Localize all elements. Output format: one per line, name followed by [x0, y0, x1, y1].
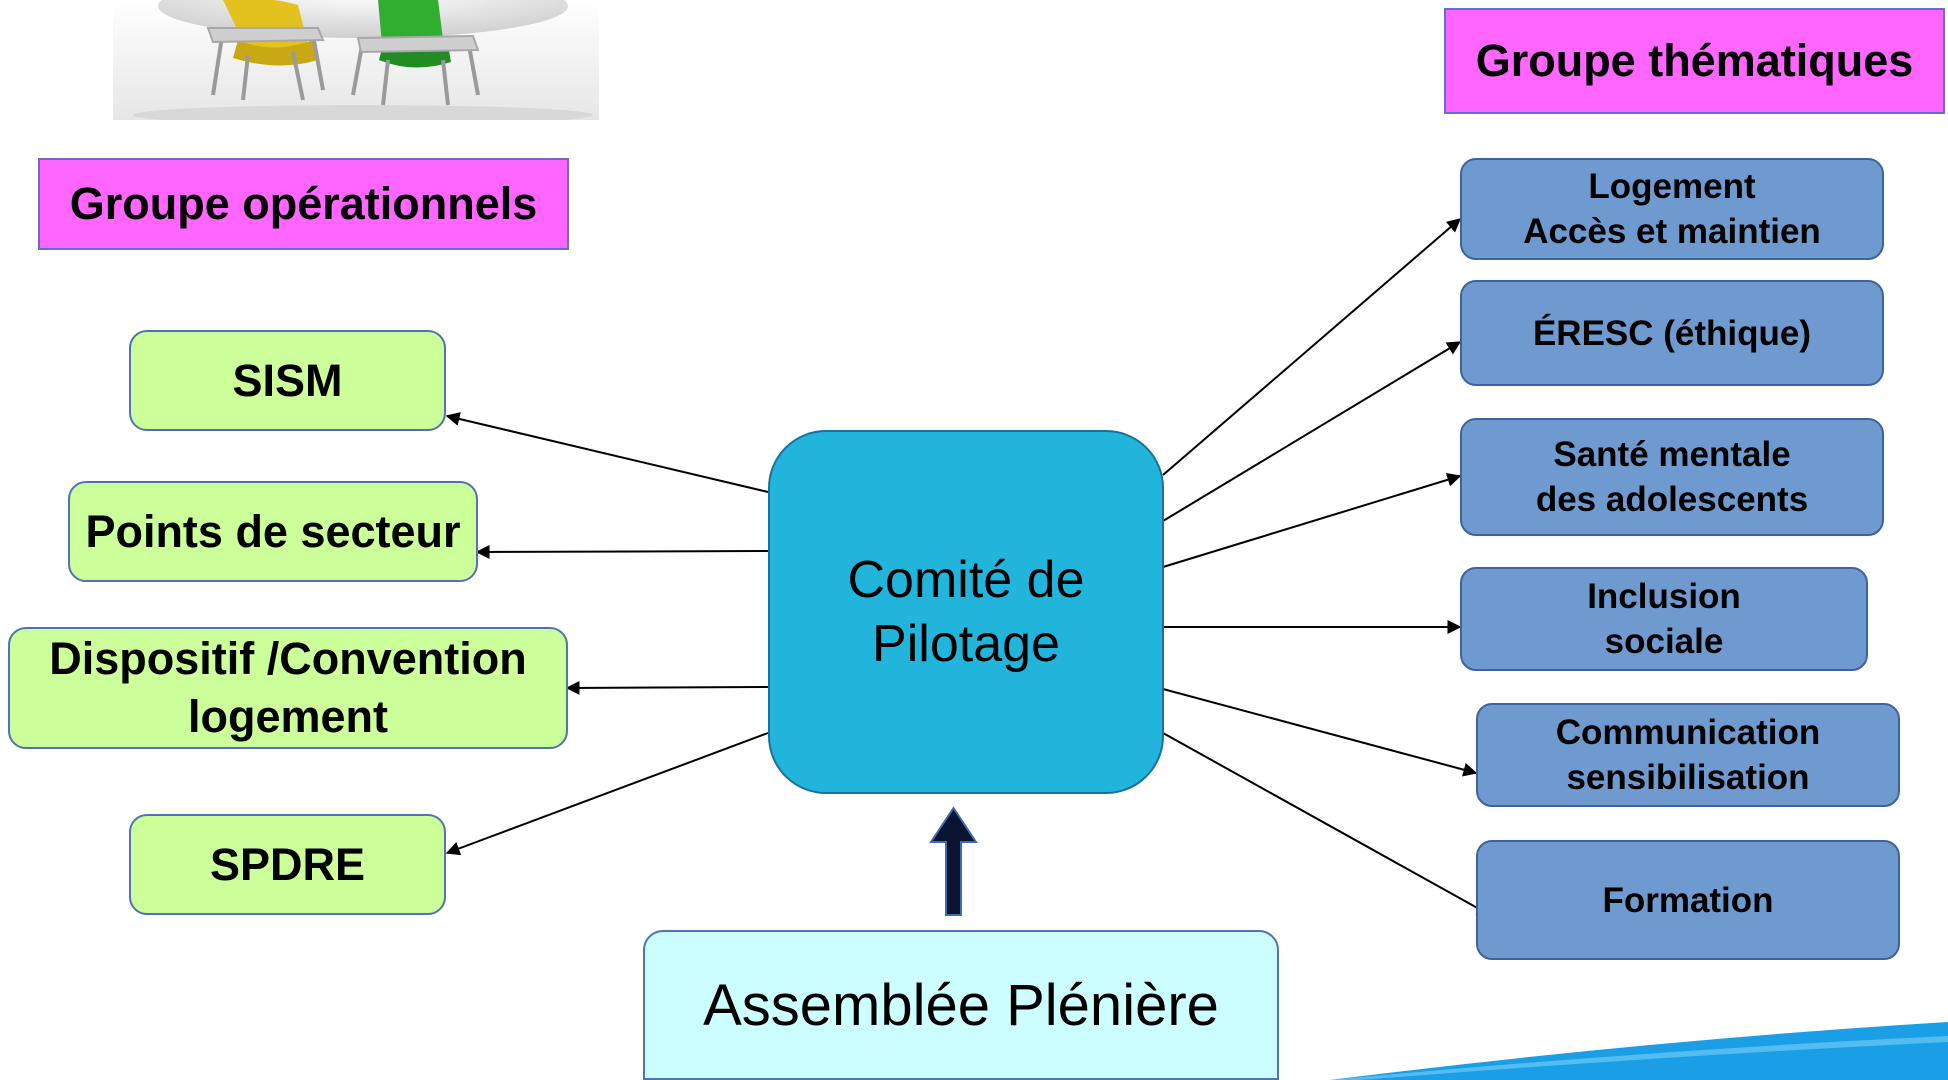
assemblee-pleniere-node: Assemblée Plénière [643, 930, 1279, 1080]
center-label-line: Pilotage [872, 615, 1060, 673]
operational-group-label: Dispositif /Convention [49, 633, 527, 684]
operational-group-points-de-secteur: Points de secteur [68, 481, 478, 582]
meeting-illustration [113, 0, 599, 120]
thematic-group-label: Accès et maintien [1523, 212, 1821, 251]
thematic-group-label: des adolescents [1535, 480, 1809, 519]
operational-group-label: SPDRE [209, 838, 366, 890]
arrow-to-points-de-secteur [475, 544, 769, 559]
arrow-to-dispositif [565, 680, 769, 695]
thematic-group-formation: Formation [1476, 840, 1900, 960]
thematic-group-label: Inclusion [1587, 577, 1741, 616]
thematic-groups-header: Groupe thématiques [1444, 8, 1945, 114]
operational-group-label: Points de secteur [85, 505, 461, 557]
operational-group-sism: SISM [129, 330, 446, 431]
thematic-group-label: Logement [1588, 167, 1756, 206]
meeting-table-image [113, 0, 599, 120]
comite-de-pilotage-node: Comité de Pilotage [768, 430, 1164, 794]
arrow-to-sism [445, 412, 769, 493]
thematic-group-label: sociale [1604, 622, 1724, 661]
thematic-group-eresc: ÉRESC (éthique) [1460, 280, 1884, 386]
thematic-group-communication: Communication sensibilisation [1476, 703, 1900, 807]
arrow-to-sante-mentale [1162, 472, 1462, 568]
thematic-group-inclusion: Inclusion sociale [1460, 567, 1868, 671]
arrow-to-formation [1162, 732, 1492, 916]
arrow-to-logement [1162, 218, 1462, 476]
thematic-group-label: Formation [1602, 880, 1774, 920]
plenary-label: Assemblée Plénière [703, 972, 1219, 1038]
thematic-group-label: Santé mentale [1553, 435, 1791, 474]
thematic-group-label: sensibilisation [1566, 758, 1810, 797]
operational-group-dispositif-convention: Dispositif /Convention logement [8, 627, 568, 749]
arrow-to-eresc [1162, 341, 1462, 522]
thematic-group-sante-mentale: Santé mentale des adolescents [1460, 418, 1884, 536]
center-label-line: Comité de [847, 551, 1085, 609]
thematic-group-logement: Logement Accès et maintien [1460, 158, 1884, 260]
operational-group-spdre: SPDRE [129, 814, 446, 915]
thematic-group-label: ÉRESC (éthique) [1532, 313, 1812, 353]
plenary-up-arrow [929, 806, 978, 916]
thematic-group-label: Communication [1555, 713, 1821, 752]
arrow-to-spdre [445, 732, 769, 856]
arrow-to-communication [1162, 688, 1478, 777]
operational-group-label: SISM [232, 354, 343, 406]
operational-group-label: logement [187, 691, 389, 742]
operational-groups-header: Groupe opérationnels [38, 158, 569, 250]
accent-swoosh [1330, 1022, 1948, 1080]
